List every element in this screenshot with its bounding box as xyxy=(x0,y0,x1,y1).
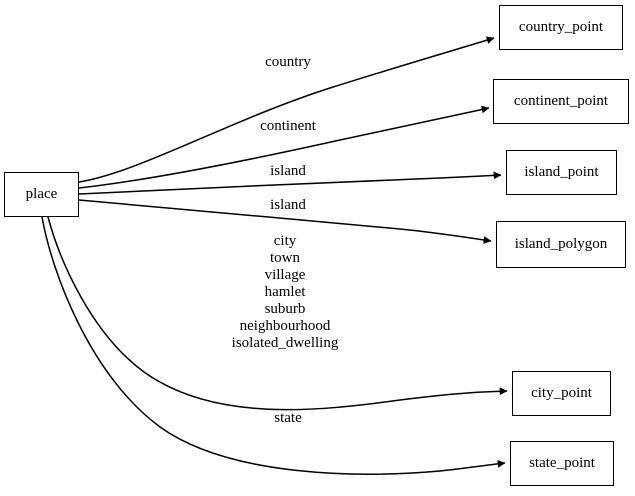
node-city-point[interactable]: city_point xyxy=(512,371,611,416)
node-island-polygon[interactable]: island_polygon xyxy=(496,221,626,268)
edge-label-island-polygon: island xyxy=(270,197,306,213)
node-state-point-label: state_point xyxy=(529,455,595,471)
edge-place-continent-point xyxy=(78,105,490,189)
node-country-point[interactable]: country_point xyxy=(499,5,623,50)
node-state-point[interactable]: state_point xyxy=(510,441,614,486)
edge-place-city-point xyxy=(47,216,508,411)
node-city-point-label: city_point xyxy=(531,385,592,401)
node-continent-point[interactable]: continent_point xyxy=(493,79,629,124)
node-island-point-label: island_point xyxy=(524,164,599,180)
edge-label-city-point: city town village hamlet suburb neighbou… xyxy=(231,233,339,351)
node-place-label: place xyxy=(25,186,58,202)
edge-place-island-point xyxy=(78,171,502,195)
node-continent-point-label: continent_point xyxy=(513,93,609,109)
edge-place-island-polygon xyxy=(78,199,492,244)
edge-label-state: state xyxy=(274,410,302,426)
edge-label-island-point: island xyxy=(270,163,306,179)
edge-label-country: country xyxy=(265,54,311,70)
edge-place-state-point xyxy=(41,216,506,475)
edge-place-country-point xyxy=(78,36,495,183)
node-place[interactable]: place xyxy=(4,172,79,217)
node-island-polygon-label: island_polygon xyxy=(514,236,608,252)
edge-label-continent: continent xyxy=(260,118,316,134)
node-country-point-label: country_point xyxy=(518,19,604,35)
node-island-point[interactable]: island_point xyxy=(506,150,617,195)
